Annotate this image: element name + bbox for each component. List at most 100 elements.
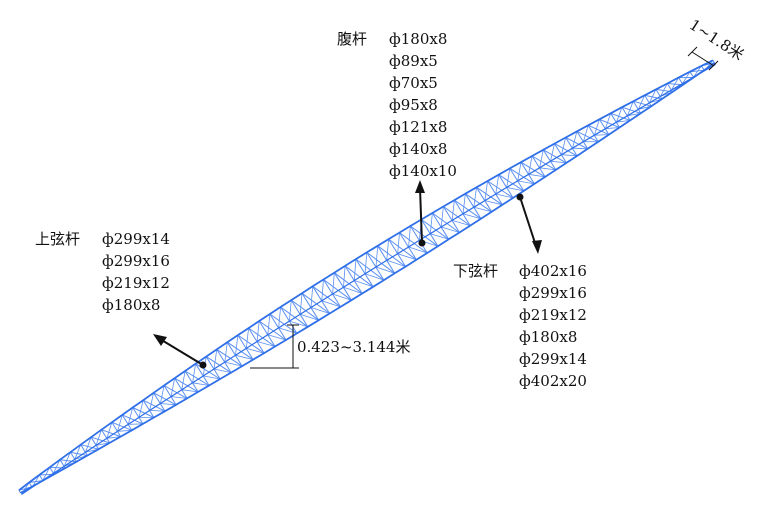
truss-member [132,407,155,418]
truss-member [443,206,471,227]
truss-member [397,253,417,261]
truss-member [421,219,449,240]
truss-member [388,238,417,261]
truss-member [142,399,155,418]
truss-member [49,466,66,469]
truss-member [386,259,406,267]
upper-chord-title: 上弦杆 [35,230,81,248]
truss-member [354,280,374,288]
truss-member [53,459,61,474]
truss-member [550,143,555,162]
truss-member [101,429,121,438]
truss-member [227,341,254,361]
truss-member [106,422,113,439]
truss-member [237,334,254,360]
truss-member [310,286,314,308]
truss-member [224,361,243,367]
truss-member [649,89,657,104]
truss-member [181,370,186,390]
truss-member [632,101,642,114]
truss-member [69,451,77,463]
truss-member [70,451,88,456]
truss-member [454,199,482,220]
truss-member [170,378,175,397]
truss-member [473,206,492,213]
truss-member [321,279,324,301]
truss-member [506,168,511,188]
spec-item: ф180x8 [102,296,161,314]
truss-member [451,220,471,226]
truss-member [561,154,578,157]
spec-item: ф180x8 [389,30,448,48]
truss-member [343,286,363,294]
truss-member [430,233,449,240]
truss-member [344,265,363,294]
truss-member [594,119,600,136]
truss-member [59,459,77,463]
truss-member [267,313,271,335]
truss-member [528,173,546,178]
spec-item: ф70x5 [389,74,438,92]
truss-member [621,106,641,114]
truss-member [101,429,111,444]
truss-member [332,293,352,301]
truss-member [451,200,455,221]
truss-member [213,368,232,373]
truss-member [258,320,287,341]
truss-member [171,396,188,399]
truss-member [80,444,88,456]
truss-member [543,149,567,164]
truss-member [644,95,652,107]
spec-item: ф219x12 [102,274,170,292]
truss-member [216,349,232,373]
spec-item: ф299x14 [519,350,587,368]
depth-dimension [250,324,299,369]
truss-member [473,187,477,208]
spec-item: ф299x16 [519,284,587,302]
truss-member [539,167,556,171]
truss-member [587,124,610,136]
truss-member [138,400,144,418]
truss-member [235,354,254,360]
truss-member [364,273,385,281]
truss-member [224,342,228,363]
truss-member [278,327,298,334]
truss-member [693,65,702,78]
truss-member [432,212,460,233]
truss-member [290,299,309,328]
truss-structure [18,59,716,495]
depth-dimension-text: 0.423~3.144米 [297,338,411,356]
truss-member [174,377,199,393]
truss-member [442,206,460,233]
truss-member [90,436,100,450]
truss-member [184,370,210,386]
truss-member [484,180,488,201]
web-member-pointer [415,180,426,247]
truss-member [323,279,352,301]
truss-member [671,77,679,91]
lower-chord-pointer [516,193,542,254]
lower-chord-title: 下弦杆 [453,262,499,280]
truss-member [269,313,298,334]
truss-member [462,213,482,220]
truss-member [364,252,368,274]
truss-member [203,375,221,380]
truss-member [153,392,166,412]
truss-member [192,382,210,386]
truss-member [256,341,276,347]
truss-member [74,444,82,460]
truss-member [122,414,144,425]
truss-member [127,407,134,425]
truss-member [355,258,385,281]
truss-member [498,174,514,199]
truss-member [267,334,287,341]
truss-member [343,265,346,288]
truss-member [531,155,546,178]
truss-member [528,155,533,175]
spec-item: ф219x12 [519,306,587,324]
truss-member [462,193,466,214]
truss-member [121,414,133,431]
truss-member [163,385,188,399]
truss-member [80,444,99,450]
spec-item: ф140x8 [389,140,448,158]
